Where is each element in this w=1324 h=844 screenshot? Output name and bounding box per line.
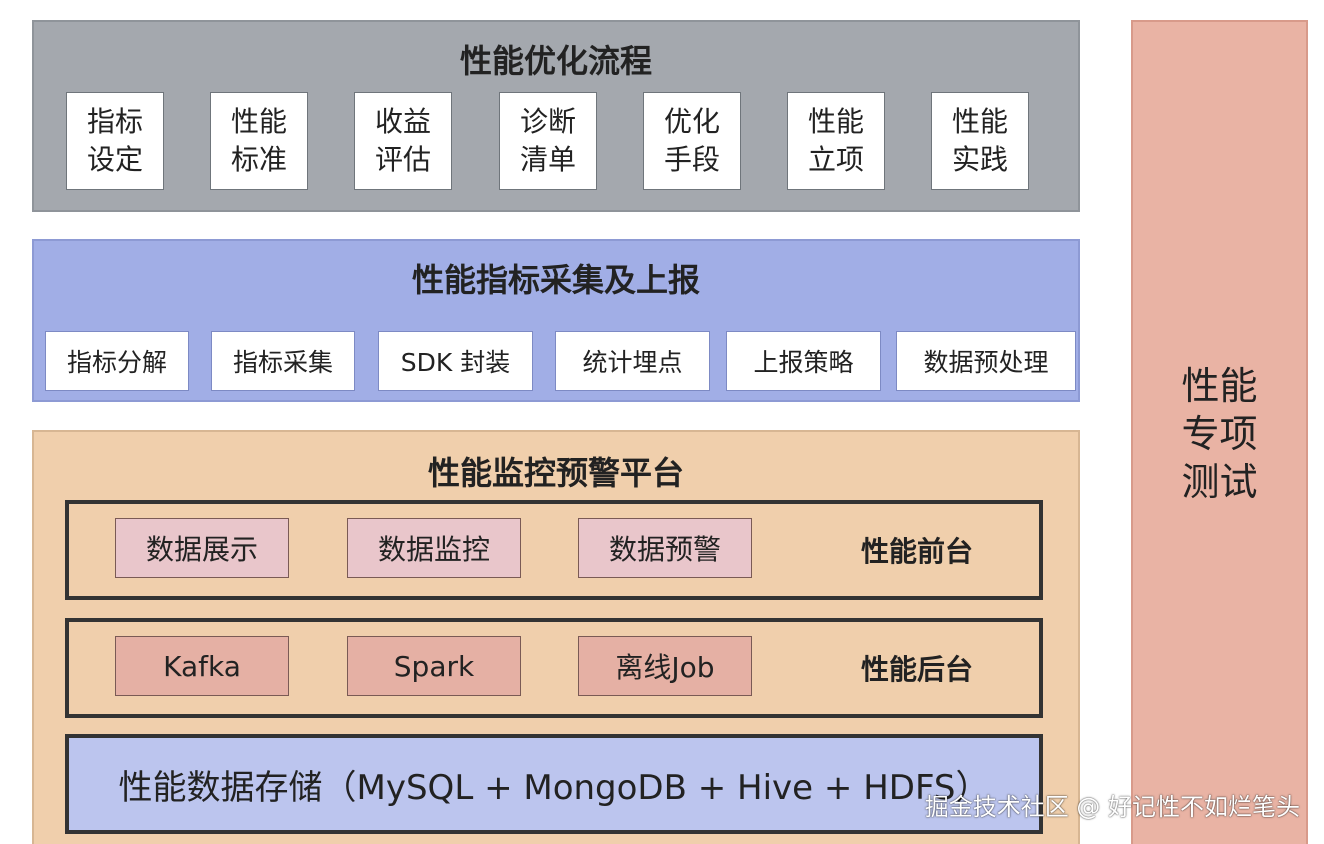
- metric-item: 指标分解: [45, 331, 189, 391]
- side-panel-label: 性能专项测试: [1181, 364, 1258, 504]
- frontend-item: 数据展示: [115, 518, 289, 578]
- metric-item: 上报策略: [726, 331, 881, 391]
- frontend-layer: 数据展示 数据监控 数据预警 性能前台: [65, 500, 1043, 600]
- flow-step: 性能立项: [787, 92, 885, 190]
- backend-item: 离线Job: [578, 636, 752, 696]
- metric-item: SDK 封装: [378, 331, 533, 391]
- metric-item: 数据预处理: [896, 331, 1076, 391]
- optimization-flow-title: 性能优化流程: [459, 42, 652, 80]
- side-panel: 性能专项测试: [1131, 20, 1308, 844]
- monitoring-platform-title: 性能监控预警平台: [427, 454, 684, 492]
- frontend-item: 数据监控: [347, 518, 521, 578]
- metric-item: 统计埋点: [555, 331, 710, 391]
- flow-step: 性能标准: [210, 92, 308, 190]
- frontend-label: 性能前台: [861, 535, 974, 568]
- flow-step: 优化手段: [643, 92, 741, 190]
- frontend-item: 数据预警: [578, 518, 752, 578]
- backend-label: 性能后台: [861, 653, 974, 686]
- optimization-flow-section: 性能优化流程 指标设定 性能标准 收益评估 诊断清单 优化手段 性能立项 性能实…: [32, 20, 1080, 212]
- metric-item: 指标采集: [211, 331, 355, 391]
- backend-item: Spark: [347, 636, 521, 696]
- flow-step: 性能实践: [931, 92, 1029, 190]
- backend-item: Kafka: [115, 636, 289, 696]
- storage-layer: 性能数据存储（MySQL + MongoDB + Hive + HDFS）: [65, 734, 1043, 834]
- flow-step: 诊断清单: [499, 92, 597, 190]
- flow-step: 指标设定: [66, 92, 164, 190]
- metrics-collection-title: 性能指标采集及上报: [411, 261, 700, 299]
- metrics-collection-section: 性能指标采集及上报 指标分解 指标采集 SDK 封装 统计埋点 上报策略 数据预…: [32, 239, 1080, 402]
- watermark: 掘金技术社区 @ 好记性不如烂笔头: [924, 793, 1300, 821]
- backend-layer: Kafka Spark 离线Job 性能后台: [65, 618, 1043, 718]
- monitoring-platform-section: 性能监控预警平台 数据展示 数据监控 数据预警 性能前台 Kafka Spark…: [32, 430, 1080, 844]
- flow-step: 收益评估: [354, 92, 452, 190]
